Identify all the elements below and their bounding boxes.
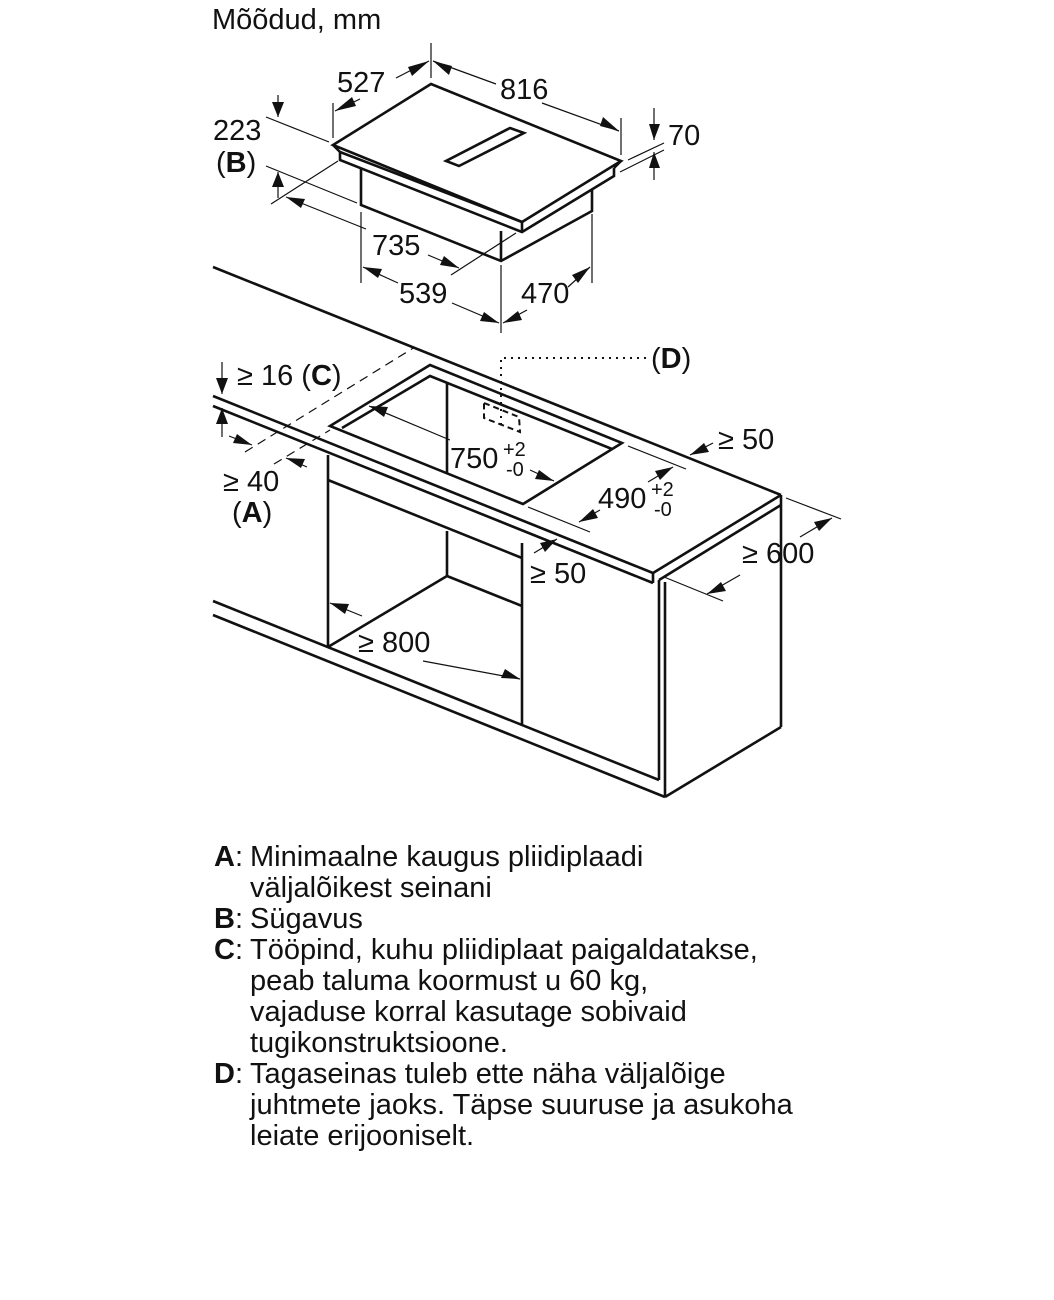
label-back-margin: ≥ 50 (718, 424, 774, 456)
label-cutout-depth-tol-plus: +2 (651, 479, 674, 501)
label-body-right: 470 (521, 278, 569, 310)
legend-text: Sügavus (250, 903, 363, 935)
cooktop-drawing (330, 82, 624, 263)
downdraft-vent (442, 126, 528, 168)
worktop-cutout (327, 363, 625, 506)
legend-key: C: (214, 934, 244, 966)
legend-item-d: D: Tagaseinas tuleb ette näha väljalõige… (214, 1059, 793, 1152)
marker-a: A (242, 497, 263, 529)
label-cutout-width-tol-plus: +2 (503, 439, 526, 461)
label-b-marker: (B) (216, 147, 256, 179)
label-depth: 527 (337, 67, 385, 99)
legend-text: Tagaseinas tuleb ette näha väljalõige (250, 1058, 726, 1090)
plinth-line (212, 599, 660, 782)
worktop-thickness-value: ≥ 16 (237, 360, 293, 392)
legend-text: Tööpind, kuhu pliidiplaat paigaldatakse, (250, 934, 758, 966)
legend-text: Minimaalne kaugus pliidiplaadi (250, 841, 644, 873)
cooktop-glass-top (330, 82, 624, 224)
legend-text: juhtmete jaoks. Täpse suuruse ja asukoha (250, 1089, 793, 1121)
label-depth-b: 223 (213, 115, 261, 147)
worktop-drawing (212, 265, 783, 585)
legend-item-c: C: Tööpind, kuhu pliidiplaat paigaldatak… (214, 935, 793, 1059)
cooktop-dimensions (265, 43, 665, 333)
label-d-marker: (D) (651, 343, 691, 375)
legend-key: A: (214, 841, 244, 873)
installation-diagram: 527 816 70 223 (B) 735 539 470 (212, 43, 842, 799)
label-body-width: 735 (372, 230, 420, 262)
label-worktop-thickness: ≥ 16 (C) (237, 360, 342, 392)
back-wall-line (212, 265, 782, 497)
legend-text: leiate erijooniselt. (250, 1120, 475, 1152)
marker-c: C (311, 360, 332, 392)
legend-item-a: A: Minimaalne kaugus pliidiplaadi väljal… (214, 842, 793, 904)
legend-key: B: (214, 903, 244, 935)
label-height: 70 (668, 120, 700, 152)
label-wall-distance: ≥ 40 (223, 466, 279, 498)
label-front-margin: ≥ 50 (530, 558, 586, 590)
legend-key: D: (214, 1058, 244, 1090)
cooktop-glass-edge (332, 144, 616, 234)
label-worktop-depth: ≥ 600 (742, 538, 814, 570)
cutout-dimensions (216, 362, 842, 680)
cabinet-drawing (212, 455, 783, 799)
legend-text: väljalõikest seinani (250, 872, 492, 904)
legend-text: peab taluma koormust u 60 kg, (250, 965, 649, 997)
wall-opening-d (483, 401, 522, 434)
label-a-marker: (A) (232, 497, 272, 529)
marker-b: B (226, 147, 247, 179)
label-cabinet-width: ≥ 800 (358, 627, 430, 659)
marker-d: D (661, 343, 682, 375)
label-cutout-depth: 490 (598, 483, 646, 515)
label-body-left: 539 (399, 278, 447, 310)
label-cutout-width: 750 (450, 443, 498, 475)
legend-text: vajaduse korral kasutage sobivaid (250, 996, 687, 1028)
label-cutout-depth-tol-minus: -0 (654, 499, 672, 521)
legend-item-b: B: Sügavus (214, 904, 793, 935)
diagram-title: Mõõdud, mm (212, 4, 382, 36)
legend: A: Minimaalne kaugus pliidiplaadi väljal… (214, 842, 793, 1152)
legend-text: tugikonstruktsioone. (250, 1027, 508, 1059)
label-width: 816 (500, 74, 548, 106)
label-cutout-width-tol-minus: -0 (506, 459, 524, 481)
